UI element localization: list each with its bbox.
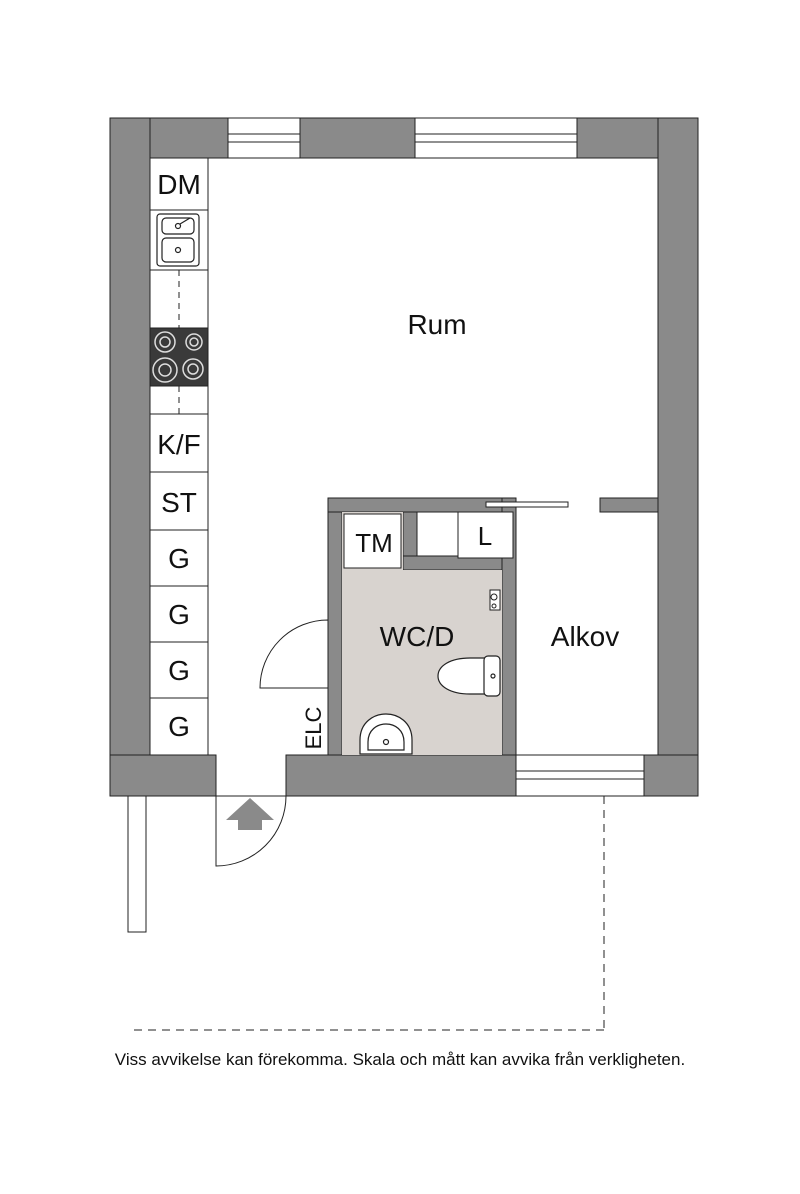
sink-icon — [156, 213, 200, 267]
linen-cabinet — [457, 511, 514, 559]
label-fridge-freezer: K/F — [157, 429, 201, 460]
label-room-alkov: Alkov — [551, 621, 619, 652]
balcony-rail — [127, 795, 147, 933]
window-bottom-alcove — [515, 754, 645, 797]
label-room-rum: Rum — [407, 309, 466, 340]
window-top-left — [227, 117, 301, 159]
sliding-door — [485, 501, 569, 508]
label-washer: TM — [355, 528, 393, 558]
label-closet-st: ST — [161, 487, 197, 518]
disclaimer: Viss avvikelse kan förekomma. Skala och … — [114, 1050, 686, 1069]
bath-door — [259, 619, 329, 689]
window-top-right — [414, 117, 578, 159]
shower-mixer-icon — [489, 589, 501, 611]
label-wardrobe-4: G — [168, 711, 190, 742]
label-wardrobe-3: G — [168, 655, 190, 686]
washbasin-icon — [359, 713, 413, 755]
balcony-outline — [132, 796, 605, 1031]
label-room-wcd: WC/D — [380, 621, 455, 652]
label-linen: L — [478, 521, 492, 551]
stove-icon — [152, 331, 204, 383]
entrance-arrow-icon — [226, 798, 274, 830]
washer-box — [343, 513, 402, 569]
label-electrical: ELC — [301, 706, 326, 749]
exterior-walls — [109, 117, 699, 797]
toilet-icon — [437, 655, 501, 697]
label-wardrobe-1: G — [168, 543, 190, 574]
label-dishwasher: DM — [157, 169, 201, 200]
label-wardrobe-2: G — [168, 599, 190, 630]
bath-floor — [342, 512, 502, 755]
interior-walls — [327, 497, 659, 756]
